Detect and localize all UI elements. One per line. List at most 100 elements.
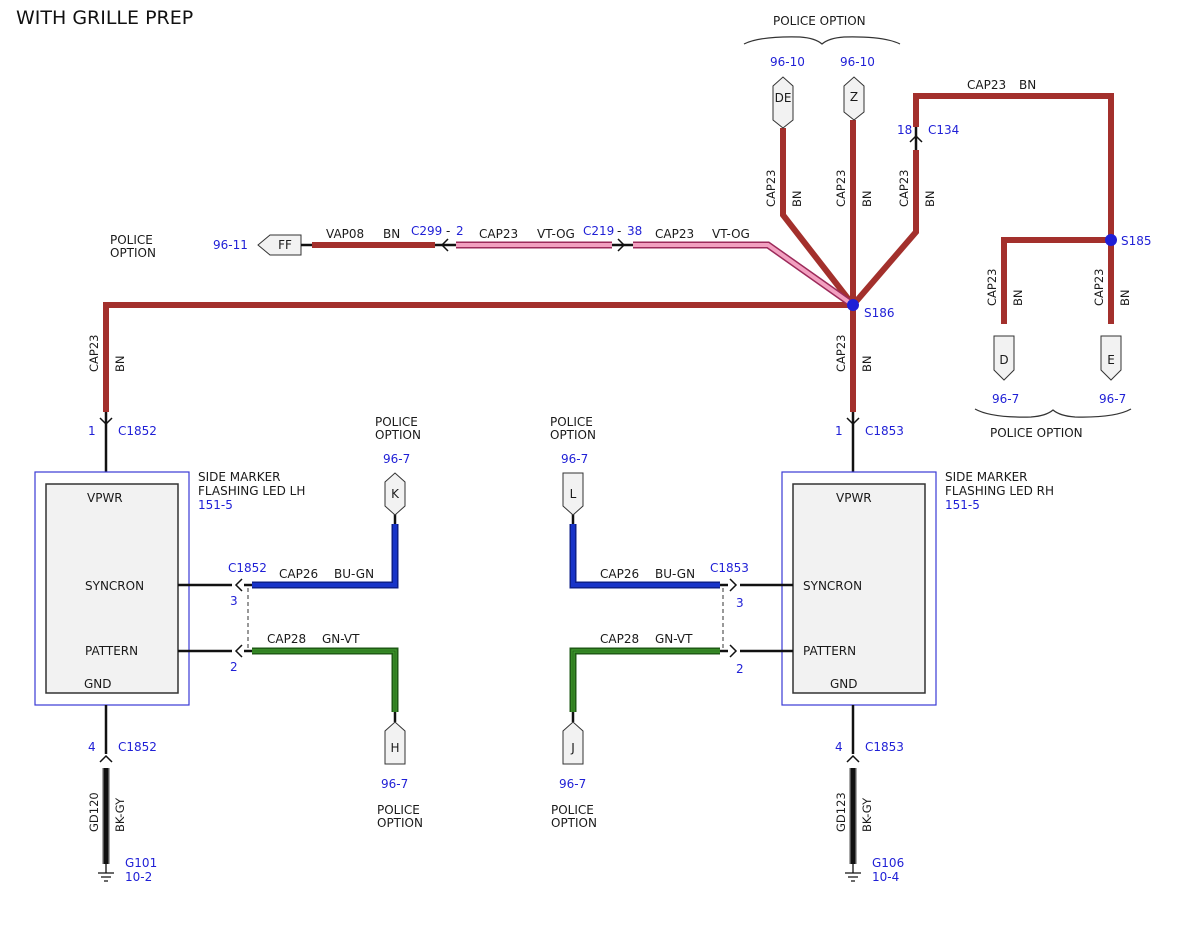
wire-c134-color: BN	[923, 191, 937, 208]
bn-wire-bus	[103, 93, 1114, 412]
lh-syncron-label: SYNCRON	[85, 579, 144, 593]
connector-h-shape	[384, 721, 406, 765]
police-option-j-line2: OPTION	[551, 816, 597, 830]
wire-cap23-lh-feed	[103, 302, 853, 412]
wire-cap23-de	[780, 128, 856, 307]
police-option-ff-line2: OPTION	[110, 246, 156, 260]
connector-j-letter: J	[570, 741, 575, 755]
module-lh: 1 C1852 VPWR SYNCRON PATTERN GND SIDE MA…	[34, 412, 423, 884]
connector-d-ref: 96-7	[992, 392, 1019, 406]
rh-name-line1: SIDE MARKER	[945, 470, 1027, 484]
connector-z-ref: 96-10	[840, 55, 875, 69]
connector-e-shape	[1100, 335, 1122, 381]
inline-c219: C219 - 38	[583, 224, 642, 252]
lh-wire-cap28-circuit: CAP28	[267, 632, 306, 646]
rh-wire-cap26-color: BU-GN	[655, 567, 695, 581]
splice-s186-dot	[847, 299, 859, 311]
rh-ground-ref: 10-4	[872, 870, 899, 884]
wire-vap08-circuit: VAP08	[326, 227, 364, 241]
lh-ground-symbol	[98, 864, 114, 882]
connector-k-ref: 96-7	[383, 452, 410, 466]
police-option-l-line2: OPTION	[550, 428, 596, 442]
rh-wire-cap28-circuit: CAP28	[600, 632, 639, 646]
rh-wire-cap28-color: GN-VT	[655, 632, 693, 646]
splice-s186-label: S186	[864, 306, 895, 320]
lh-name-line2: FLASHING LED LH	[198, 484, 305, 498]
rh-wire-gd123-color: BK-GY	[860, 797, 874, 832]
rh-vpwr-label: VPWR	[836, 491, 872, 505]
lh-gnd-label: GND	[84, 677, 112, 691]
wire-pink-b-color: VT-OG	[712, 227, 750, 241]
rh-vpwr-pin: 1	[835, 424, 843, 438]
wire-loop-color: BN	[1019, 78, 1036, 92]
rh-ground-name: G106	[872, 856, 904, 870]
connector-d-letter: D	[999, 353, 1008, 367]
wire-rh-feed-circuit: CAP23	[834, 335, 848, 372]
lh-gnd-pin: 4	[88, 740, 96, 754]
c134-pin: 18	[897, 123, 912, 137]
wire-c134-circuit: CAP23	[897, 170, 911, 207]
wire-cap23-c134	[850, 150, 919, 307]
lh-ref: 151-5	[198, 498, 233, 512]
rh-wire-gn-vt	[571, 649, 720, 712]
rh-sync-pin: 3	[736, 596, 744, 610]
connector-k-letter: K	[391, 487, 400, 501]
splice-s185-dot	[1105, 234, 1117, 246]
rh-pattern-pin: 2	[736, 662, 744, 676]
lh-wire-bu-gn	[252, 524, 397, 587]
lh-ground-name: G101	[125, 856, 157, 870]
rh-ground-symbol	[845, 864, 861, 882]
connector-e-ref: 96-7	[1099, 392, 1126, 406]
police-option-h-line1: POLICE	[377, 803, 420, 817]
connector-z-shape	[843, 76, 865, 121]
connector-ff-ref: 96-11	[213, 238, 248, 252]
lh-wire-cap26-color: BU-GN	[334, 567, 374, 581]
connector-k-shape	[384, 472, 406, 516]
inline-c299: C299 - 2	[411, 224, 464, 252]
wire-z-circuit: CAP23	[834, 170, 848, 207]
c134-name: C134	[928, 123, 959, 137]
connector-e-letter: E	[1107, 353, 1115, 367]
lh-wire-gd120-color: BK-GY	[113, 797, 127, 832]
rh-gnd-label: GND	[830, 677, 858, 691]
inline-c134: 18 C134	[897, 123, 959, 150]
splice-s185-label: S185	[1121, 234, 1152, 248]
wire-pink-a-circuit: CAP23	[479, 227, 518, 241]
lh-sync-conn: C1852	[228, 561, 267, 575]
police-option-j-line1: POLICE	[551, 803, 594, 817]
lh-wire-cap28-color: GN-VT	[322, 632, 360, 646]
rh-wire-gd123-circuit: GD123	[834, 792, 848, 832]
connector-d-shape	[993, 335, 1015, 381]
lh-module-body	[45, 483, 179, 694]
wire-pink-a-color: VT-OG	[537, 227, 575, 241]
police-option-l-line1: POLICE	[550, 415, 593, 429]
lh-vpwr-pin: 1	[88, 424, 96, 438]
wire-cap23-d	[1001, 237, 1111, 324]
wire-rh-feed-color: BN	[860, 356, 874, 373]
wire-pink-b-circuit: CAP23	[655, 227, 694, 241]
lh-wire-gd120-circuit: GD120	[87, 792, 101, 832]
connector-l-shape	[562, 472, 584, 516]
rh-wire-bu-gn	[571, 524, 720, 587]
rh-gnd-pin: 4	[835, 740, 843, 754]
connector-z-letter: Z	[850, 90, 858, 104]
police-option-top-brace	[743, 36, 901, 45]
wire-d-color: BN	[1011, 290, 1025, 307]
police-option-h-line2: OPTION	[377, 816, 423, 830]
police-option-k-line1: POLICE	[375, 415, 418, 429]
c299-dash: -	[446, 224, 450, 238]
lh-wire-gn-vt	[252, 649, 397, 712]
wire-de-color: BN	[790, 191, 804, 208]
wire-d-circuit: CAP23	[985, 269, 999, 306]
c299-pin: 2	[456, 224, 464, 238]
connector-j-shape	[562, 721, 584, 765]
module-rh: 1 C1853 VPWR SYNCRON PATTERN GND SIDE MA…	[550, 412, 1054, 884]
connector-l-letter: L	[570, 487, 577, 501]
police-option-top-label: POLICE OPTION	[773, 14, 866, 28]
rh-wire-cap26-circuit: CAP26	[600, 567, 639, 581]
rh-syncron-label: SYNCRON	[803, 579, 862, 593]
connector-de-letter: DE	[775, 91, 792, 105]
lh-pattern-label: PATTERN	[85, 644, 138, 658]
lh-module-outline	[34, 471, 190, 706]
